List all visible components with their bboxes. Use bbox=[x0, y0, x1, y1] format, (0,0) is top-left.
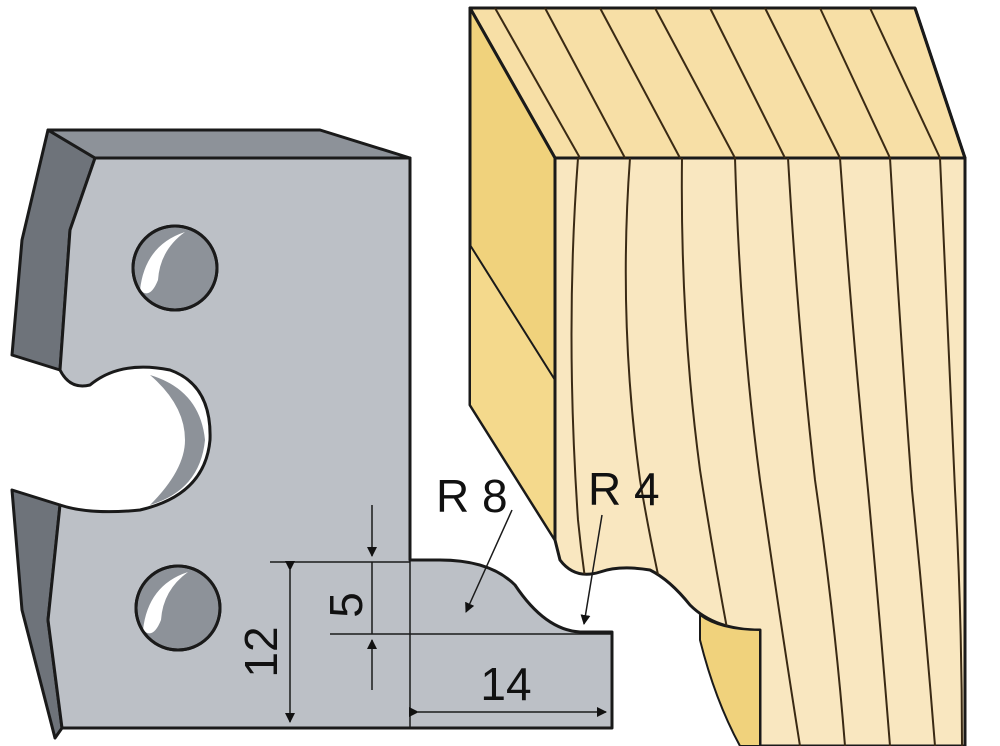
wood-profile-shadow bbox=[699, 613, 761, 746]
lower-hole bbox=[134, 564, 222, 652]
r4-leader bbox=[580, 514, 603, 625]
slot-shadow bbox=[150, 375, 205, 505]
knife-top-edge bbox=[46, 128, 412, 160]
label-5: 5 bbox=[320, 592, 372, 618]
top-grain bbox=[494, 7, 941, 159]
wood-top-face bbox=[468, 6, 967, 160]
dimension-lines bbox=[270, 505, 612, 729]
label-14: 14 bbox=[480, 658, 531, 710]
dimension-labels: R 8 R 4 5 12 14 bbox=[235, 463, 660, 710]
label-r4: R 4 bbox=[588, 463, 660, 515]
steel-knife bbox=[10, 128, 614, 740]
label-r8: R 8 bbox=[436, 470, 508, 522]
label-12: 12 bbox=[235, 626, 287, 677]
upper-hole bbox=[131, 224, 219, 312]
r8-leader bbox=[465, 509, 513, 613]
